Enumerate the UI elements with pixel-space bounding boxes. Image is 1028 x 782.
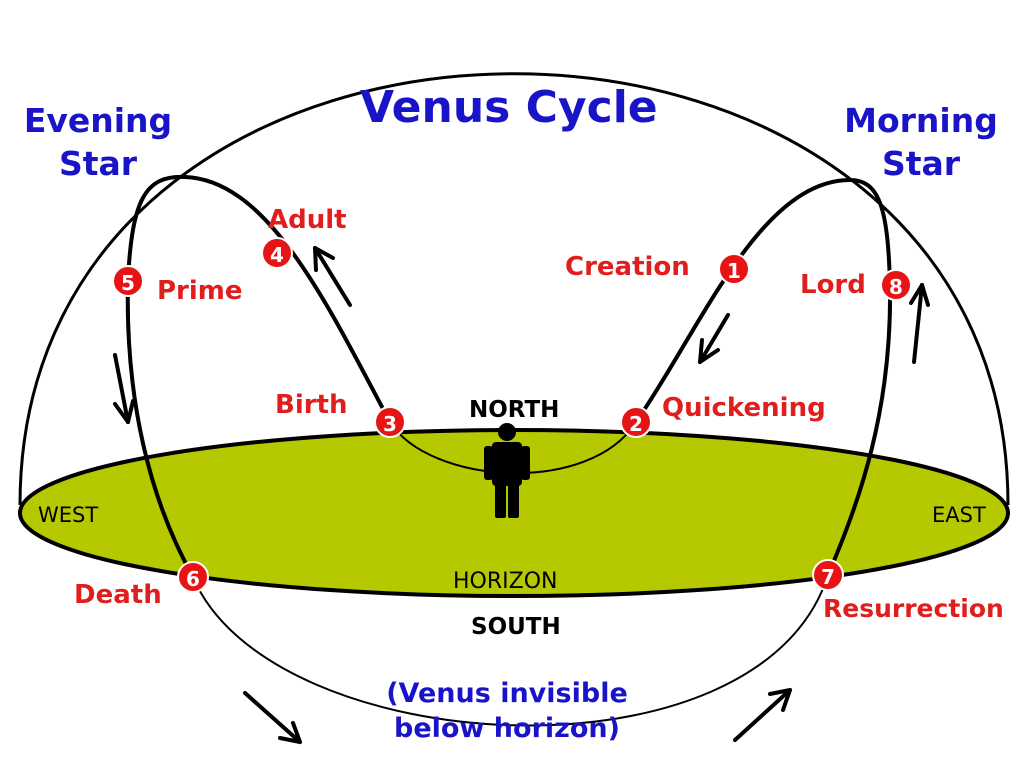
- phase-label-adult: Adult: [268, 205, 347, 235]
- arrow-icon: [313, 246, 352, 307]
- phase-label-death: Death: [74, 580, 162, 610]
- phase-marker-8: 8: [880, 269, 912, 301]
- arrow-icon: [698, 313, 730, 364]
- phase-marker-2: 2: [620, 406, 652, 438]
- diagram-title: Venus Cycle: [360, 82, 658, 133]
- phase-label-creation: Creation: [565, 252, 690, 282]
- evening-star-line-2: Star: [58, 143, 138, 183]
- phase-label-lord: Lord: [800, 270, 866, 300]
- horizon-label: HORIZON: [453, 569, 558, 594]
- morning-star-line-1: Morning: [844, 101, 998, 140]
- arrow-icon: [113, 353, 135, 424]
- phase-label-quickening: Quickening: [662, 393, 826, 423]
- arrow-icon: [733, 688, 792, 742]
- phase-marker-3: 3: [374, 406, 406, 438]
- phase-marker-1: 1: [718, 253, 750, 285]
- morning-star-line-2: Star: [881, 143, 961, 183]
- invisible-note-line-1: (Venus invisible: [386, 678, 628, 709]
- phase-marker-5: 5: [112, 265, 144, 297]
- celestial-dome: [18, 72, 1010, 506]
- phase-marker-4: 4: [261, 237, 293, 269]
- arrow-icon: [243, 691, 302, 744]
- east-label: EAST: [932, 503, 986, 527]
- phase-marker-7: 7: [812, 559, 844, 591]
- phase-label-prime: Prime: [157, 276, 243, 306]
- evening-star-label: Evening Star: [16, 100, 180, 186]
- morning-star-label: Morning Star: [836, 100, 1006, 186]
- arrow-icon: [909, 283, 930, 364]
- phase-label-resurrection: Resurrection: [823, 594, 1004, 623]
- phase-marker-6: 6: [177, 561, 209, 593]
- morning-star-path: [634, 177, 893, 576]
- below-horizon-path: [192, 574, 829, 727]
- invisible-note-line-2: below horizon): [394, 713, 620, 745]
- evening-star-line-1: Evening: [23, 101, 173, 140]
- invisible-below-horizon-note: (Venus invisible below horizon): [362, 676, 652, 746]
- observer-person-icon: [484, 423, 530, 518]
- south-label: SOUTH: [471, 614, 561, 640]
- west-label: WEST: [38, 503, 99, 527]
- phase-label-birth: Birth: [275, 390, 348, 420]
- north-label: NORTH: [469, 397, 560, 423]
- evening-star-path: [125, 174, 392, 578]
